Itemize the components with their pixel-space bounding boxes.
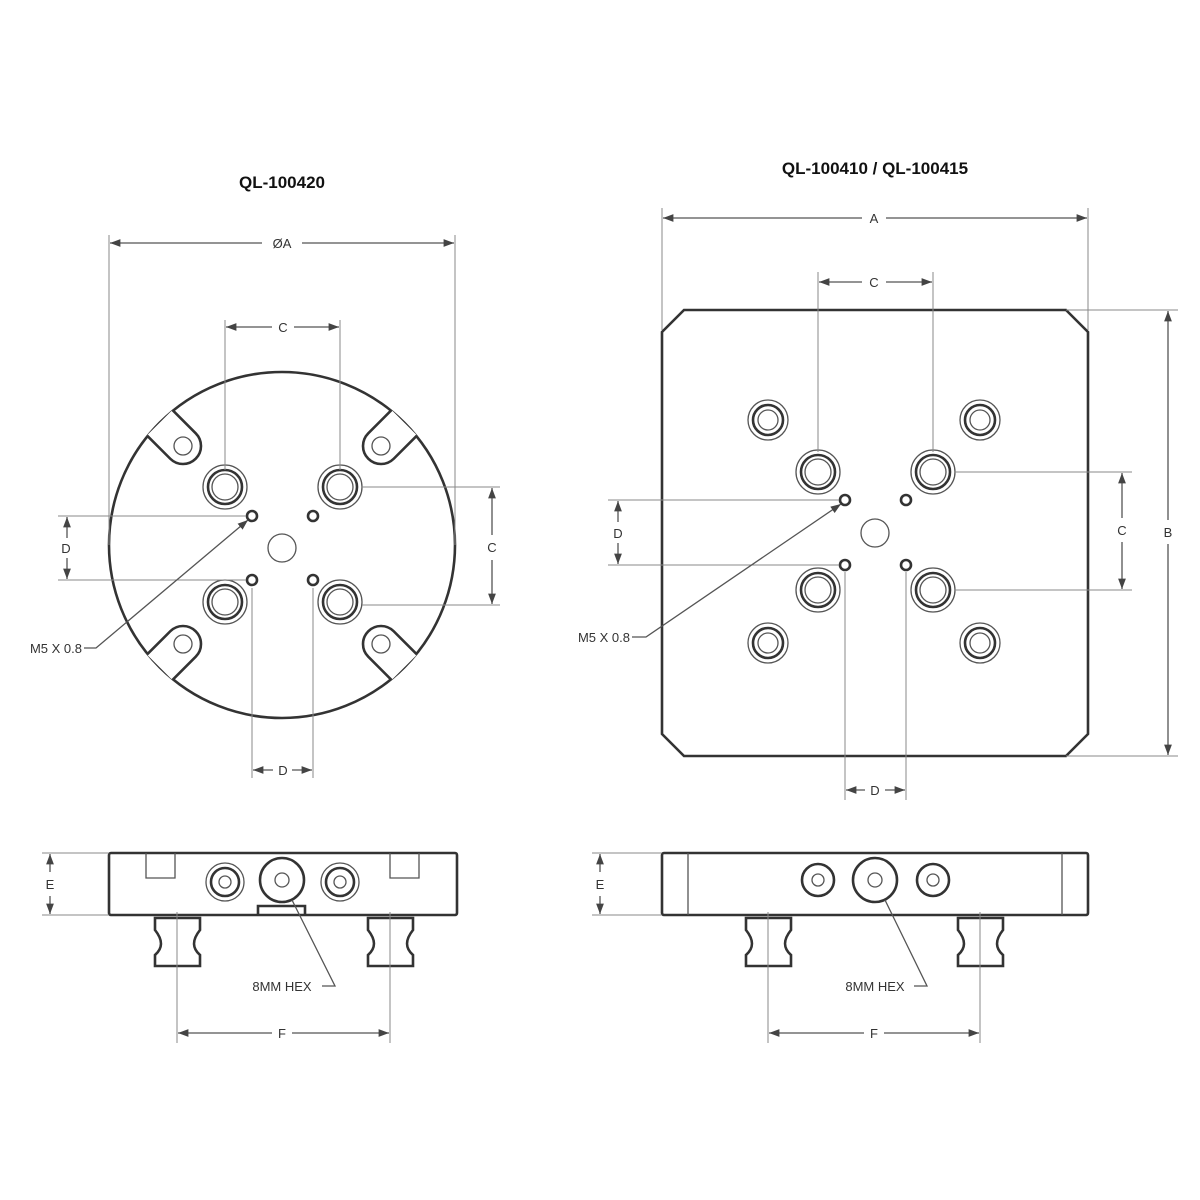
svg-text:C: C: [278, 320, 287, 335]
dimension-d-bottom: D: [251, 588, 314, 778]
dimension-a: A: [661, 208, 1089, 330]
round-plate-body: [107, 851, 459, 917]
slot-notches: [145, 853, 420, 879]
hex-callout: 8MM HEX: [845, 899, 929, 994]
dimension-d-left: D: [58, 515, 246, 581]
square-plate-body: [660, 851, 1090, 917]
round-plate-title: QL-100420: [239, 173, 325, 192]
thread-callout: M5 X 0.8: [578, 503, 842, 645]
svg-text:M5 X 0.8: M5 X 0.8: [30, 641, 82, 656]
dimension-c-right: C: [362, 486, 500, 606]
svg-text:E: E: [596, 877, 605, 892]
dimension-e: E: [42, 852, 109, 916]
dimension-e: E: [592, 852, 662, 916]
svg-text:D: D: [278, 763, 287, 778]
dimension-f: F: [176, 912, 391, 1043]
pull-stud-holes: [202, 464, 363, 625]
center-bore: [860, 518, 890, 548]
svg-text:D: D: [870, 783, 879, 798]
svg-text:ØA: ØA: [273, 236, 292, 251]
svg-text:E: E: [46, 877, 55, 892]
dimension-c-right: C: [955, 471, 1132, 591]
dimension-diameter-a: ØA: [108, 235, 456, 545]
svg-text:D: D: [61, 541, 70, 556]
center-bore: [267, 533, 297, 563]
mounting-holes: [747, 399, 1001, 664]
dimension-d-bottom: D: [844, 572, 907, 800]
svg-text:C: C: [1117, 523, 1126, 538]
svg-text:M5 X 0.8: M5 X 0.8: [578, 630, 630, 645]
m5-threaded-holes: [838, 493, 913, 572]
svg-text:A: A: [870, 211, 879, 226]
square-plate-top-view: QL-100410 / QL-100415 A C: [578, 159, 1178, 800]
svg-text:D: D: [613, 526, 622, 541]
side-bolts: [800, 856, 951, 904]
square-plate-side-view: E F 8MM HEX: [592, 851, 1090, 1043]
thread-callout: M5 X 0.8: [30, 519, 249, 656]
square-plate-outline: [660, 308, 1090, 758]
dimension-c-top: C: [224, 320, 341, 470]
mounting-slots: [146, 409, 418, 681]
pull-studs: [744, 916, 1005, 968]
svg-text:C: C: [487, 540, 496, 555]
svg-text:C: C: [869, 275, 878, 290]
square-plate-title: QL-100410 / QL-100415: [782, 159, 968, 178]
hex-key-tab: [256, 904, 307, 915]
dimension-d-left: D: [608, 499, 839, 566]
round-plate-top-view: QL-100420 ØA C: [30, 173, 500, 778]
round-plate-side-view: E F 8MM HEX: [42, 851, 459, 1043]
dimension-f: F: [767, 912, 981, 1043]
m5-threaded-holes: [245, 509, 320, 587]
svg-text:F: F: [278, 1026, 286, 1041]
dimension-b: B: [1066, 309, 1178, 757]
side-bolts: [205, 856, 360, 904]
hex-callout: 8MM HEX: [252, 899, 337, 994]
svg-text:B: B: [1164, 525, 1173, 540]
pull-stud-holes: [795, 449, 956, 613]
svg-text:F: F: [870, 1026, 878, 1041]
pull-studs: [153, 916, 415, 968]
dimension-c-top: C: [817, 272, 934, 452]
svg-text:8MM HEX: 8MM HEX: [252, 979, 312, 994]
svg-text:8MM HEX: 8MM HEX: [845, 979, 905, 994]
